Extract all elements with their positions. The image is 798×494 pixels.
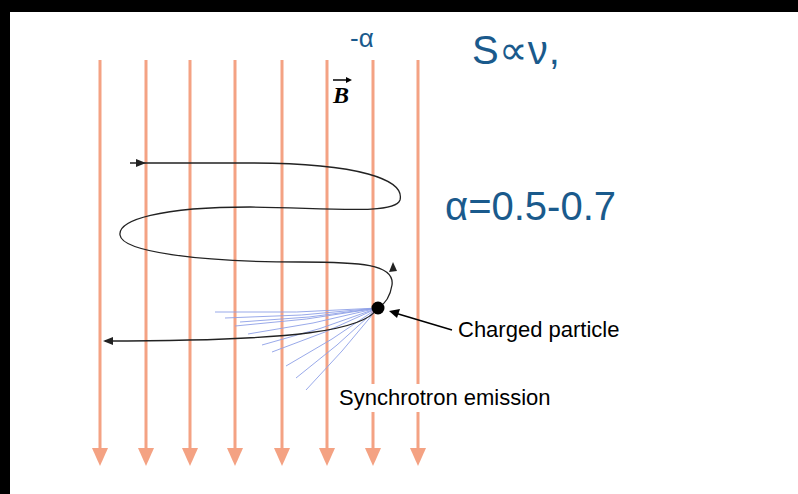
field-symbol: B <box>333 82 349 108</box>
field-arrowhead <box>319 448 335 466</box>
charged-particle-dot <box>372 302 385 315</box>
emission-ray <box>306 308 378 390</box>
field-arrowhead <box>92 448 108 466</box>
emission-ray <box>240 308 378 322</box>
emission-ray <box>235 308 378 326</box>
field-line <box>326 60 329 452</box>
leader-arrow <box>389 309 452 330</box>
emission-label: Synchrotron emission <box>335 384 555 412</box>
spectral-index-range: α=0.5-0.7 <box>445 184 616 228</box>
emission-ray <box>262 308 378 345</box>
frame-edge <box>0 0 798 12</box>
field-arrowhead <box>410 448 426 466</box>
frame-edge <box>0 0 10 494</box>
particle-trajectory <box>103 159 400 345</box>
field-line <box>189 60 192 452</box>
field-arrowhead <box>365 448 381 466</box>
field-arrowhead <box>274 448 290 466</box>
field-line <box>281 60 284 452</box>
punctuation: , <box>549 28 560 72</box>
field-arrowhead <box>182 448 198 466</box>
emission-ray <box>286 308 378 366</box>
field-line <box>145 60 148 452</box>
spectral-exponent: -α <box>350 24 374 53</box>
field-arrowhead <box>138 448 154 466</box>
field-line <box>99 60 102 452</box>
particle-label: Charged particle <box>458 318 619 342</box>
field-line <box>234 60 237 452</box>
spectrum-formula: S∝ν <box>472 28 548 72</box>
synchrotron-emission-rays <box>215 308 378 390</box>
field-arrowhead <box>227 448 243 466</box>
